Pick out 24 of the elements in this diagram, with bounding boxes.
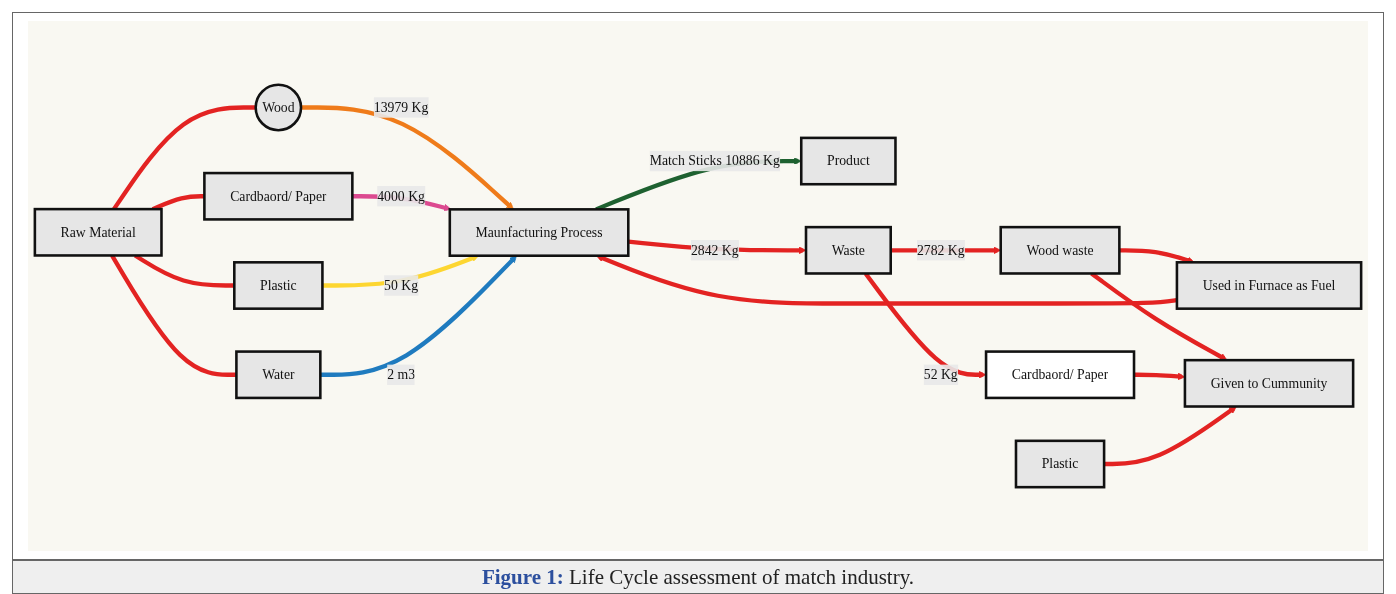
edge-label: 2842 Kg [690,242,739,258]
node-box: Given to Cummunity [1183,358,1355,408]
edge-label: 50 Kg [384,277,419,293]
node-box: Waste [804,225,892,275]
figure-caption: Figure 1: Life Cycle assessment of match industry. [481,564,915,590]
edge-label: 2782 Kg [916,242,965,258]
edge-label: 13979 Kg [373,99,429,115]
edge-label: Match Sticks 10886 Kg [649,153,780,168]
node-circle: Wood [254,83,303,132]
edge-label: 4000 Kg [377,188,425,204]
node-box: Used in Furnace as Fuel [1175,261,1363,310]
node-box: Cardbaord/ Paper [203,171,354,221]
arrow [1104,406,1237,467]
node-box: Raw Material [33,207,163,257]
node-box: Maunfacturing Process [448,208,630,257]
node-box: Plastic [233,261,324,310]
connector [112,105,256,211]
node-box: Plastic [1014,439,1106,489]
node-box: Product [799,136,897,186]
node-box: Wood waste [999,225,1121,275]
edge-label: 2 m3 [387,367,415,382]
node-box: Cardbaord/ Paper [984,350,1136,400]
edge-label: 52 Kg [923,367,958,382]
node-box: Water [235,350,322,400]
